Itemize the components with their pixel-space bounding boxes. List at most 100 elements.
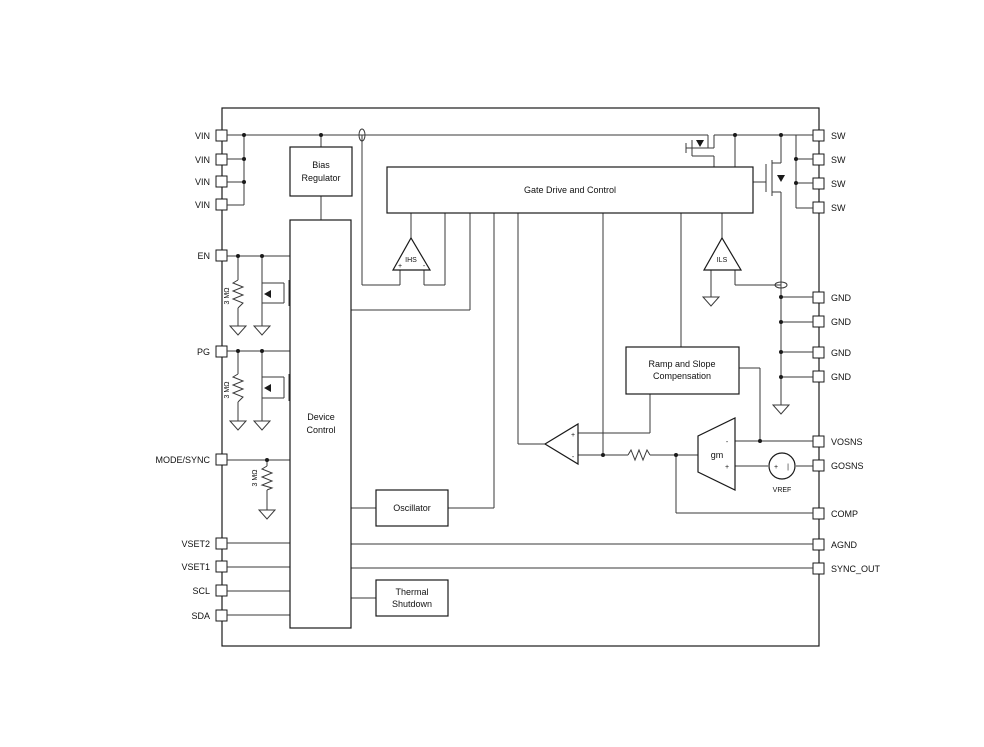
- label-comp: COMP: [831, 509, 858, 519]
- label-agnd: AGND: [831, 540, 858, 550]
- oscillator-block: [375, 489, 449, 527]
- mode-resistor-icon: [260, 465, 274, 491]
- bias-regulator-label-1: Bias: [312, 160, 330, 170]
- pin-gosns: [812, 459, 825, 472]
- pin-agnd: [812, 538, 825, 551]
- label-gnd-2: GND: [831, 317, 852, 327]
- label-vin-3: VIN: [195, 177, 210, 187]
- pin-sw-3: [812, 177, 825, 190]
- pwm-comparator-icon: [543, 422, 579, 466]
- label-sw-4: SW: [831, 203, 846, 213]
- en-resistor-icon: [231, 279, 245, 309]
- label-vset1: VSET1: [181, 562, 210, 572]
- pin-gnd-4: [812, 370, 825, 383]
- ground-icons: [228, 296, 791, 520]
- label-vset2: VSET2: [181, 539, 210, 549]
- ramp-slope-label-1: Ramp and Slope: [648, 359, 715, 369]
- ramp-slope-label-2: Compensation: [653, 371, 711, 381]
- label-sda: SDA: [191, 611, 210, 621]
- pin-sda: [215, 609, 228, 622]
- ihs-label: IHS: [405, 257, 417, 264]
- label-gnd-1: GND: [831, 293, 852, 303]
- label-sw-1: SW: [831, 131, 846, 141]
- gm-label: gm: [711, 450, 724, 460]
- thermal-shutdown-label-2: Shutdown: [392, 599, 432, 609]
- svg-text:+: +: [571, 432, 575, 439]
- oscillator-label: Oscillator: [393, 503, 431, 513]
- device-control-block: [289, 219, 352, 629]
- pin-scl: [215, 584, 228, 597]
- ihs-amplifier-icon: [391, 236, 432, 271]
- pin-sw-2: [812, 153, 825, 166]
- en-fet-diode-icon: [264, 290, 271, 298]
- label-gosns: GOSNS: [831, 461, 864, 471]
- hs-diode-icon: [696, 140, 704, 147]
- svg-text:+: +: [774, 464, 778, 471]
- bias-regulator-block: [289, 146, 353, 197]
- label-mode-sync: MODE/SYNC: [155, 455, 210, 465]
- pin-sync-out: [812, 562, 825, 575]
- pin-vset1: [215, 560, 228, 573]
- label-scl: SCL: [192, 586, 210, 596]
- junction-dots: [236, 133, 798, 462]
- device-control-label-1: Device: [307, 412, 335, 422]
- label-sync-out: SYNC_OUT: [831, 564, 881, 574]
- pin-gnd-2: [812, 315, 825, 328]
- bias-regulator-label-2: Regulator: [301, 173, 340, 183]
- pin-sw-1: [812, 129, 825, 142]
- left-pin-labels: VIN VIN VIN VIN EN PG MODE/SYNC VSET2 VS…: [155, 131, 210, 621]
- svg-text:+: +: [725, 464, 729, 471]
- ls-diode-icon: [777, 175, 785, 182]
- thermal-shutdown-block: [375, 579, 449, 617]
- gate-drive-block: [386, 166, 754, 214]
- ils-label: ILS: [717, 257, 728, 264]
- gate-drive-label: Gate Drive and Control: [524, 185, 616, 195]
- pin-vin-2: [215, 153, 228, 166]
- wires: [227, 134, 813, 616]
- right-pin-labels: SW SW SW SW GND GND GND GND VOSNS GOSNS …: [831, 131, 881, 574]
- pin-vin-1: [215, 129, 228, 142]
- svg-text:-: -: [726, 439, 729, 446]
- ils-amplifier-icon: [702, 236, 743, 271]
- pin-pg: [215, 345, 228, 358]
- label-vin-2: VIN: [195, 155, 210, 165]
- label-sw-2: SW: [831, 155, 846, 165]
- hs-current-sense-icon: [358, 128, 366, 142]
- label-gnd-3: GND: [831, 348, 852, 358]
- ramp-slope-block: [625, 346, 740, 395]
- svg-text:+: +: [398, 263, 402, 270]
- pin-vosns: [812, 435, 825, 448]
- vref-label: VREF: [773, 487, 792, 494]
- pin-vin-4: [215, 198, 228, 211]
- pin-en: [215, 249, 228, 262]
- svg-text:-: -: [572, 454, 575, 461]
- svg-text:|: |: [787, 464, 789, 471]
- label-sw-3: SW: [831, 179, 846, 189]
- pin-mode-sync: [215, 453, 228, 466]
- label-en: EN: [197, 251, 210, 261]
- pin-gnd-3: [812, 346, 825, 359]
- mode-resistor-value: 3 MΩ: [252, 470, 259, 487]
- right-pins: [812, 129, 825, 575]
- pg-resistor-icon: [231, 373, 245, 403]
- ls-current-sense-icon: [774, 281, 788, 289]
- pg-resistor-value: 3 MΩ: [224, 382, 231, 399]
- device-control-label-2: Control: [306, 425, 335, 435]
- gm-amplifier-icon: [697, 417, 736, 491]
- en-resistor-value: 3 MΩ: [224, 288, 231, 305]
- label-gnd-4: GND: [831, 372, 852, 382]
- svg-text:-: -: [423, 263, 426, 270]
- label-vin-4: VIN: [195, 200, 210, 210]
- pin-vset2: [215, 537, 228, 550]
- label-pg: PG: [197, 347, 210, 357]
- pg-fet-diode-icon: [264, 384, 271, 392]
- vref-source-icon: [768, 452, 796, 480]
- pin-gnd-1: [812, 291, 825, 304]
- pin-comp: [812, 507, 825, 520]
- pin-sw-4: [812, 201, 825, 214]
- pin-vin-3: [215, 175, 228, 188]
- thermal-shutdown-label-1: Thermal: [395, 587, 428, 597]
- label-vosns: VOSNS: [831, 437, 863, 447]
- comp-resistor-icon: [627, 448, 651, 462]
